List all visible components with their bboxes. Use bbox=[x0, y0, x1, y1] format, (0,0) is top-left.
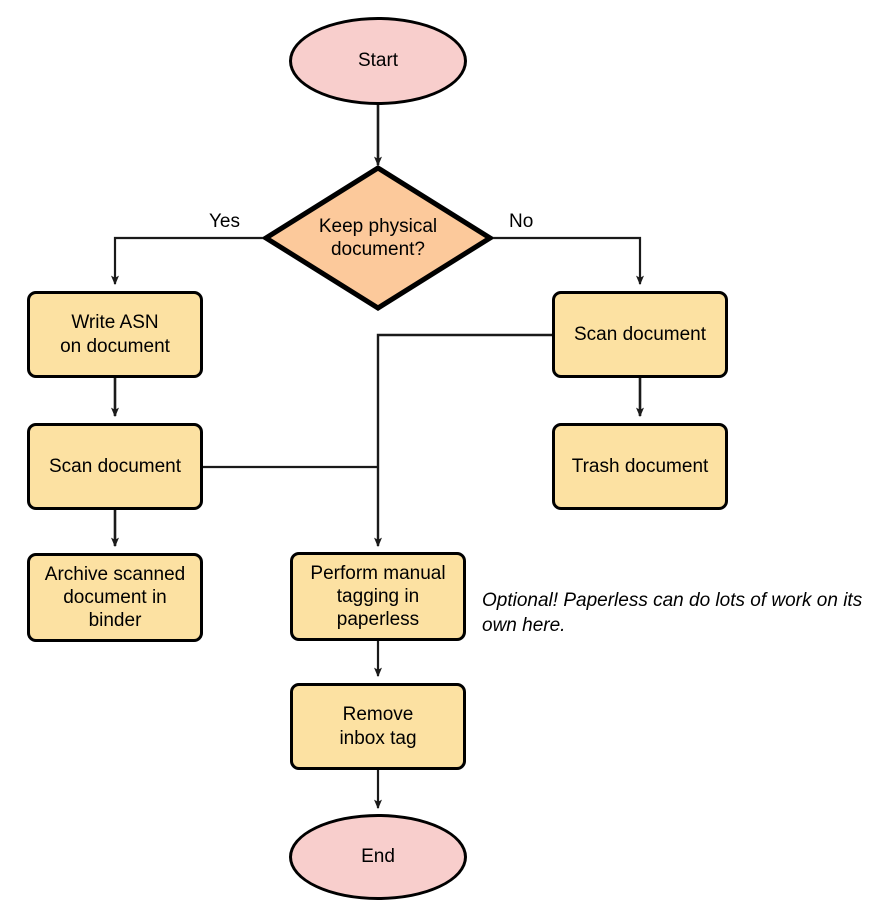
node-scan-document-left[interactable]: Scan document bbox=[27, 423, 203, 510]
node-archive-scanned-document-label: Archive scanned document in binder bbox=[44, 563, 186, 632]
edge-decision-no-to-scan-right bbox=[491, 236, 644, 286]
node-scan-document-right[interactable]: Scan document bbox=[552, 291, 728, 378]
node-end-label: End bbox=[361, 846, 395, 868]
node-decision-label: Keep physical document? bbox=[318, 215, 438, 260]
node-write-asn-label: Write ASN on document bbox=[60, 312, 170, 357]
node-start-label: Start bbox=[357, 50, 399, 72]
node-archive-scanned-document[interactable]: Archive scanned document in binder bbox=[27, 553, 203, 642]
decision-shape bbox=[263, 165, 493, 311]
node-perform-manual-tagging-label: Perform manual tagging in paperless bbox=[310, 562, 446, 631]
node-scan-document-right-label: Scan document bbox=[573, 323, 707, 345]
node-perform-manual-tagging[interactable]: Perform manual tagging in paperless bbox=[290, 552, 466, 641]
edge-label-no: No bbox=[509, 211, 534, 232]
node-end[interactable]: End bbox=[289, 814, 467, 900]
node-scan-document-left-label: Scan document bbox=[48, 455, 182, 477]
edge-label-yes: Yes bbox=[209, 211, 240, 232]
node-trash-document[interactable]: Trash document bbox=[552, 423, 728, 510]
node-write-asn[interactable]: Write ASN on document bbox=[27, 291, 203, 378]
edge-decision-yes-to-write-asn bbox=[111, 236, 265, 286]
node-trash-document-label: Trash document bbox=[571, 455, 709, 477]
edge-scan-right-to-tagging bbox=[374, 333, 552, 548]
node-remove-inbox-tag[interactable]: Remove inbox tag bbox=[290, 683, 466, 770]
node-remove-inbox-tag-label: Remove inbox tag bbox=[339, 704, 417, 749]
annotation-optional-note: Optional! Paperless can do lots of work … bbox=[482, 590, 863, 636]
node-start[interactable]: Start bbox=[289, 17, 467, 105]
node-decision-keep-physical-document[interactable]: Keep physical document? bbox=[263, 165, 493, 311]
